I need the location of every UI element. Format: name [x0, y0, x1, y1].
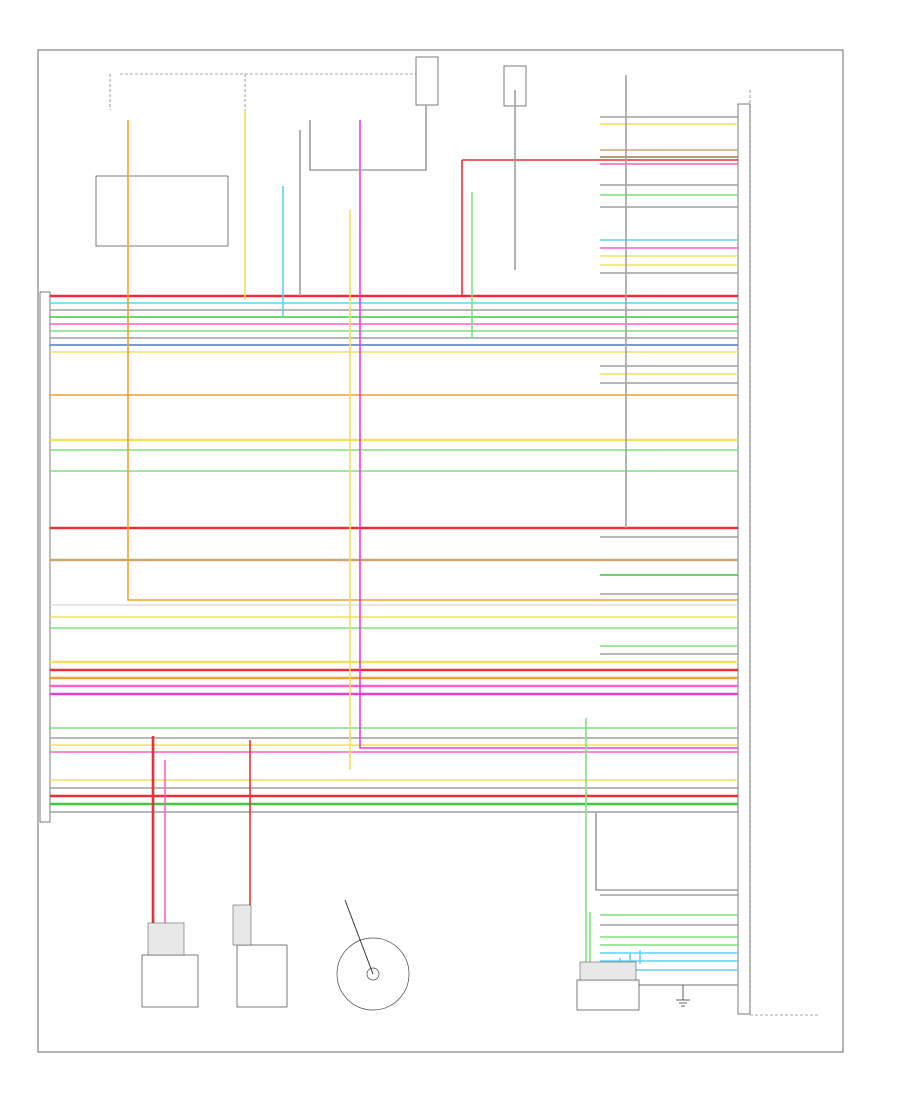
ground-symbol: [676, 985, 690, 1007]
distributor: [336, 899, 410, 1011]
wire-83: [309, 105, 427, 171]
ignition-control-module: [141, 922, 199, 1008]
speed-sensor: [576, 961, 640, 1011]
wire-74: [595, 812, 738, 891]
left-connector-block: [39, 291, 51, 823]
pcm-connector-block: [737, 103, 751, 1015]
pcm-dashed-boundary: [749, 90, 820, 1016]
instrument-cluster-box: [95, 175, 229, 247]
wire-67: [359, 120, 738, 749]
top-module-box-1: [415, 56, 439, 106]
diagram-frame: [37, 49, 844, 1053]
wire-group: [50, 75, 738, 986]
ignition-coil: [232, 904, 288, 1008]
wire-63: [127, 120, 738, 601]
